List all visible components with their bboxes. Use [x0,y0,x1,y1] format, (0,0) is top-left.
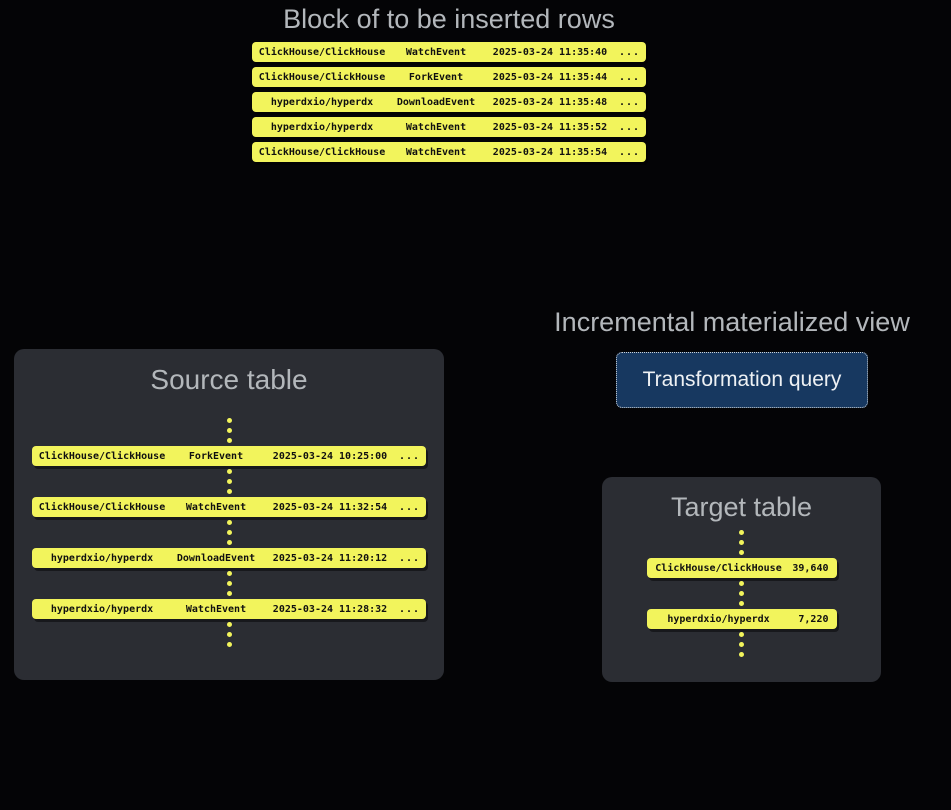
row-timestamp: 2025-03-24 11:35:44 [492,71,608,83]
row-ellipsis: ... [398,501,420,513]
source-table-panel: Source table ClickHouse/ClickHouse ForkE… [14,349,444,680]
row-repo: ClickHouse/ClickHouse [38,450,166,462]
row-event: DownloadEvent [396,96,476,108]
vertical-ellipsis-icon [226,622,232,647]
transformation-query-button[interactable]: Transformation query [616,352,868,408]
source-table-rows: ClickHouse/ClickHouse ForkEvent 2025-03-… [14,418,444,647]
row-repo: ClickHouse/ClickHouse [38,501,166,513]
source-row: hyperdxio/hyperdx DownloadEvent 2025-03-… [32,548,426,568]
row-event: WatchEvent [185,603,247,615]
target-table-title: Target table [670,492,813,522]
vertical-ellipsis-icon [739,530,744,555]
row-repo: hyperdxio/hyperdx [270,121,374,133]
insert-block-rows: ClickHouse/ClickHouse WatchEvent 2025-03… [252,42,646,162]
row-ellipsis: ... [398,552,420,564]
inserted-row: hyperdxio/hyperdx DownloadEvent 2025-03-… [252,92,646,112]
row-event: WatchEvent [405,146,467,158]
row-ellipsis: ... [618,96,640,108]
row-count: 7,220 [798,613,829,625]
row-repo: hyperdxio/hyperdx [50,552,154,564]
vertical-ellipsis-icon [739,632,744,657]
row-ellipsis: ... [618,71,640,83]
target-row: hyperdxio/hyperdx 7,220 [646,609,837,629]
source-row: hyperdxio/hyperdx WatchEvent 2025-03-24 … [32,599,426,619]
row-event: ForkEvent [188,450,244,462]
vertical-ellipsis-icon [226,418,232,443]
target-table-rows: ClickHouse/ClickHouse 39,640 hyperdxio/h… [602,530,881,657]
vertical-ellipsis-icon [226,571,232,596]
row-ellipsis: ... [618,46,640,58]
insert-block: Block of to be inserted rows ClickHouse/… [252,2,646,162]
source-table-title: Source table [150,364,308,395]
row-ellipsis: ... [398,450,420,462]
row-timestamp: 2025-03-24 10:25:00 [272,450,388,462]
row-timestamp: 2025-03-24 11:28:32 [272,603,388,615]
inserted-row: ClickHouse/ClickHouse ForkEvent 2025-03-… [252,67,646,87]
source-row: ClickHouse/ClickHouse WatchEvent 2025-03… [32,497,426,517]
row-repo: ClickHouse/ClickHouse [258,46,386,58]
row-ellipsis: ... [618,146,640,158]
inserted-row: hyperdxio/hyperdx WatchEvent 2025-03-24 … [252,117,646,137]
row-repo: hyperdxio/hyperdx [50,603,154,615]
row-timestamp: 2025-03-24 11:20:12 [272,552,388,564]
vertical-ellipsis-icon [226,520,232,545]
row-ellipsis: ... [398,603,420,615]
row-event: WatchEvent [405,121,467,133]
target-row: ClickHouse/ClickHouse 39,640 [646,558,837,578]
insert-block-title: Block of to be inserted rows [283,4,615,34]
row-timestamp: 2025-03-24 11:35:54 [492,146,608,158]
row-timestamp: 2025-03-24 11:35:40 [492,46,608,58]
row-ellipsis: ... [618,121,640,133]
row-repo: ClickHouse/ClickHouse [258,71,386,83]
materialized-view-title: Incremental materialized view [554,307,910,337]
row-event: WatchEvent [185,501,247,513]
row-event: WatchEvent [405,46,467,58]
row-event: DownloadEvent [176,552,256,564]
vertical-ellipsis-icon [739,581,744,606]
row-timestamp: 2025-03-24 11:35:52 [492,121,608,133]
transformation-query-label: Transformation query [642,368,842,391]
target-table-panel: Target table ClickHouse/ClickHouse 39,64… [602,477,881,682]
row-repo: ClickHouse/ClickHouse [655,562,782,574]
inserted-row: ClickHouse/ClickHouse WatchEvent 2025-03… [252,42,646,62]
vertical-ellipsis-icon [226,469,232,494]
row-repo: hyperdxio/hyperdx [667,613,770,625]
row-timestamp: 2025-03-24 11:32:54 [272,501,388,513]
row-count: 39,640 [792,562,829,574]
row-repo: hyperdxio/hyperdx [270,96,374,108]
row-event: ForkEvent [408,71,464,83]
inserted-row: ClickHouse/ClickHouse WatchEvent 2025-03… [252,142,646,162]
row-repo: ClickHouse/ClickHouse [258,146,386,158]
source-row: ClickHouse/ClickHouse ForkEvent 2025-03-… [32,446,426,466]
row-timestamp: 2025-03-24 11:35:48 [492,96,608,108]
